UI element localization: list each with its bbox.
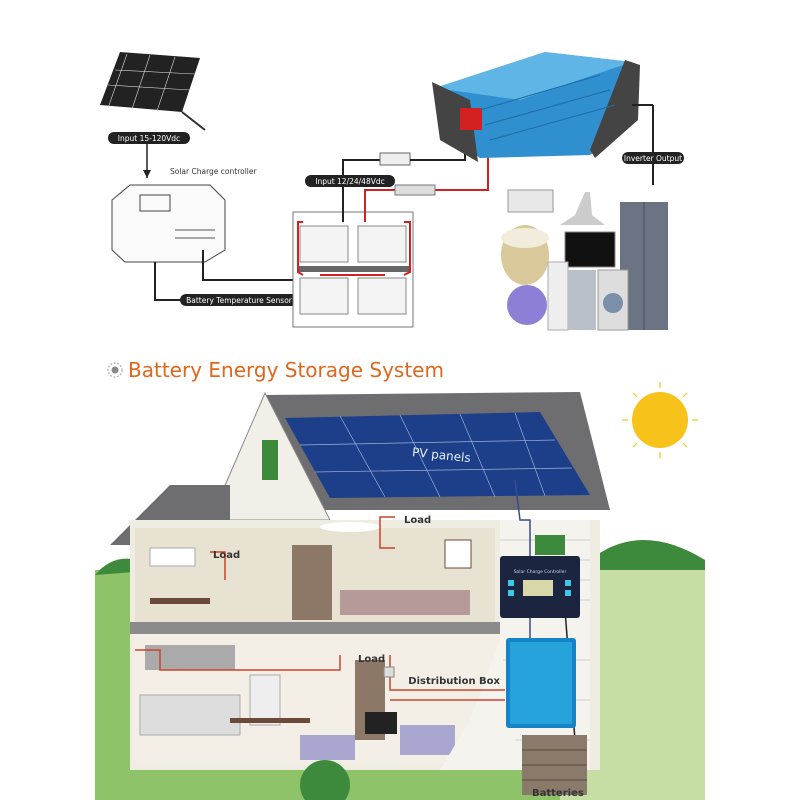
controller-device-label: Solar Charge Controller (514, 569, 567, 575)
input-pv-label: Input 15-120Vdc (118, 134, 180, 143)
inverter-output-label: Inverter Output (624, 154, 682, 163)
inverter-output-pill (622, 152, 684, 164)
pv-panels-label: PV panels (411, 445, 471, 465)
inverter (432, 52, 640, 162)
fuse-holder (379, 152, 411, 166)
section-title: Battery Energy Storage System (128, 358, 444, 382)
appliances (501, 189, 668, 331)
load-label-1: Load (404, 515, 431, 526)
section-bullet-icon (107, 362, 123, 378)
pv-panels (285, 412, 590, 498)
temp-sensor-pill (180, 294, 298, 306)
batteries-label: Batteries (532, 788, 584, 799)
sun-icon (632, 392, 688, 448)
load-wiring (135, 516, 505, 701)
battery-rack (522, 735, 587, 795)
load-label-2: Load (213, 550, 240, 561)
input-battery-pill (305, 175, 395, 187)
load-label-3: Load (358, 654, 385, 665)
input-pv-pill (108, 132, 190, 144)
charge-controller (111, 184, 226, 263)
temp-sensor-label: Battery Temperature Sensor (186, 296, 293, 305)
inverter-unit (506, 638, 576, 728)
solar-panels (100, 52, 206, 131)
input-battery-label: Input 12/24/48Vdc (315, 177, 385, 186)
battery-bank (292, 211, 414, 328)
distribution-box-label: Distribution Box (408, 676, 500, 687)
breaker (394, 184, 436, 196)
sun-rays (622, 382, 698, 458)
shrub (300, 760, 350, 800)
controller-label: Solar Charge controller (170, 167, 257, 176)
solar-charge-controller-device (500, 556, 580, 618)
distribution-box (383, 666, 395, 678)
